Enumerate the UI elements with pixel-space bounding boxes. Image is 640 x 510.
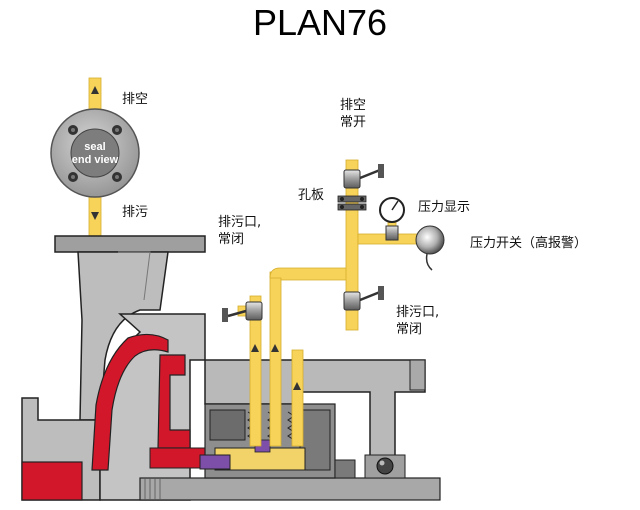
drain-right-label-line2: 常闭: [396, 322, 423, 337]
seal-end-view: seal end view: [50, 77, 140, 237]
drain-left-label-line2: 常闭: [218, 232, 245, 247]
drain-left-label-line1: 排污口,: [218, 215, 262, 230]
pressure-gauge-icon: [379, 197, 405, 241]
drain-valve-left-icon: [222, 301, 263, 322]
drain-right-label: 排污口, 常闭: [396, 304, 456, 338]
vent-label-line1: 排空: [340, 98, 367, 113]
seal-drain-label: 排污: [122, 205, 149, 220]
bearing-ball-icon: [376, 457, 394, 475]
pressure-switch-label: 压力开关（高报警）: [470, 236, 588, 251]
vent-label-line2: 常开: [340, 115, 367, 130]
impeller: [21, 333, 211, 501]
pressure-gauge-label: 压力显示: [418, 200, 471, 215]
seal-vent-label: 排空: [122, 92, 149, 107]
drain-flow-arrow: [91, 212, 99, 220]
drain-valve-right-icon: [343, 286, 384, 311]
drain-right-label-line1: 排污口,: [396, 305, 440, 320]
vent-flow-arrow: [91, 86, 99, 94]
vent-valve-icon: [343, 164, 384, 189]
vent-label: 排空 常开: [340, 97, 400, 131]
flow-arrows: [251, 344, 301, 390]
pump-shaft: [139, 477, 441, 501]
orifice-label: 孔板: [298, 188, 325, 203]
page-title: PLAN76: [252, 2, 388, 43]
drain-left-label: 排污口, 常闭: [218, 214, 278, 248]
seal-cartridge: [199, 403, 406, 479]
flange-bolt-icon: [68, 125, 122, 182]
seal-text-line2: end view: [72, 154, 119, 166]
orifice-icon: [337, 195, 367, 211]
pressure-switch-icon: [415, 225, 445, 271]
seal-text-line1: seal: [84, 141, 105, 153]
